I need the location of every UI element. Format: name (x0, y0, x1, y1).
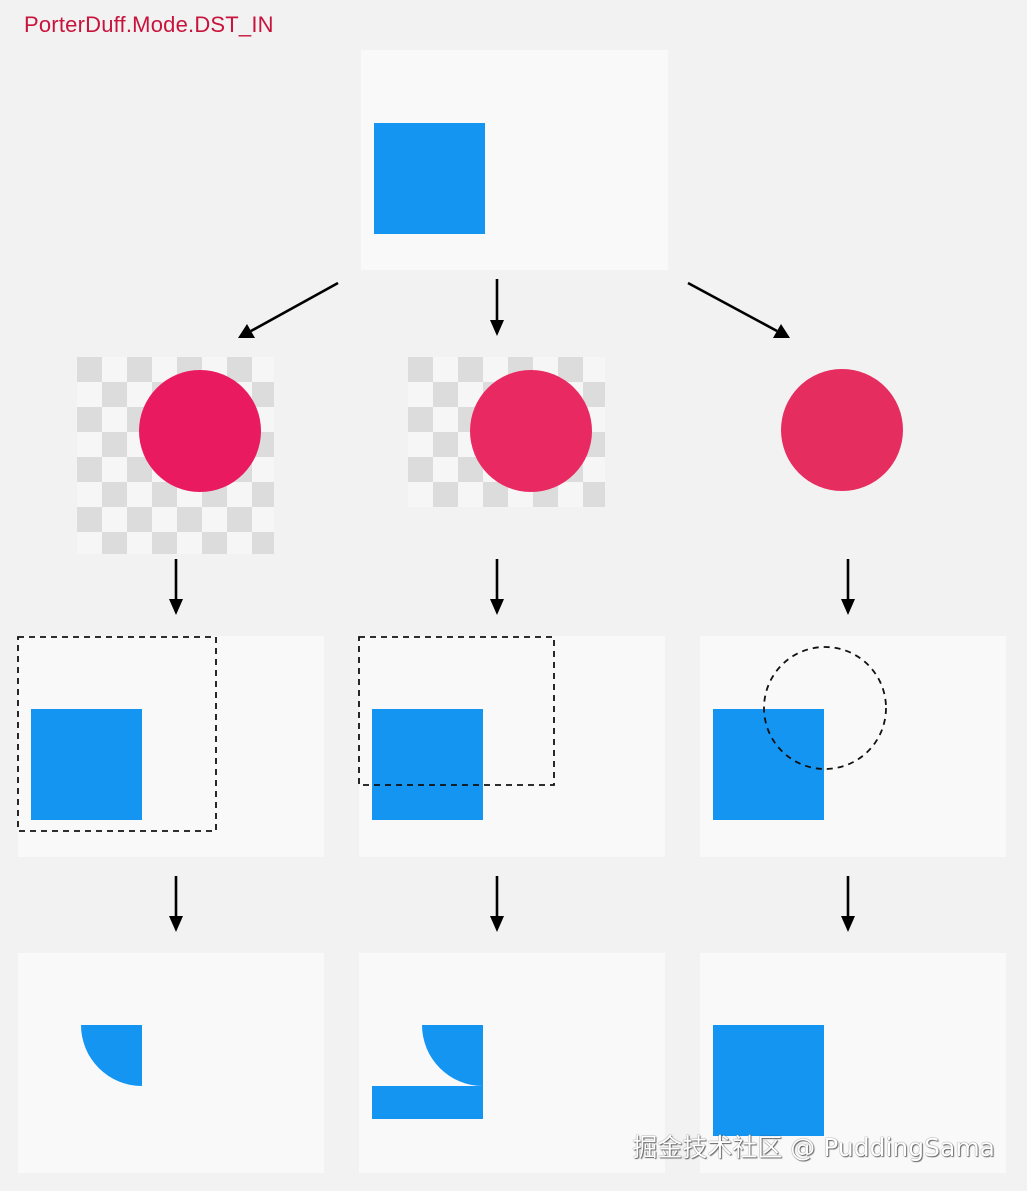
arrow-to-center (490, 279, 504, 336)
overlay-left (17, 636, 324, 857)
result-panel-left (18, 953, 324, 1173)
overlay-right (700, 636, 1006, 857)
source-circle-center (470, 370, 592, 492)
result-square-right (713, 1025, 824, 1136)
overlay-center (358, 636, 665, 857)
result-left (18, 953, 324, 1173)
result-right (700, 953, 1006, 1173)
result-quarter-circle-center (422, 1025, 483, 1086)
arrow-left-down (169, 559, 183, 615)
arrow-to-right (687, 281, 790, 338)
middle-arrows (169, 559, 855, 615)
result-panel-center (359, 953, 665, 1173)
diagram-title: PorterDuff.Mode.DST_IN (24, 12, 274, 37)
overlay-square-left (31, 709, 142, 820)
source-circle-right (781, 369, 903, 491)
top-arrows (238, 279, 790, 338)
result-bar-center (372, 1086, 483, 1119)
arrow-right-result (841, 876, 855, 932)
overlay-square-center (372, 709, 483, 820)
source-bounds-center (358, 636, 555, 786)
arrow-to-left (238, 281, 339, 338)
source-bounds-left (17, 636, 217, 832)
source-circle-left (139, 370, 261, 492)
destination-panel (361, 50, 668, 270)
arrow-center-result (490, 876, 504, 932)
source-left (77, 357, 274, 554)
source-right (781, 369, 903, 491)
arrow-center-down (490, 559, 504, 615)
overlay-square-right (713, 709, 824, 820)
source-bounds-circle-right (763, 646, 887, 770)
result-quarter-circle-left (81, 1025, 142, 1086)
arrow-left-result (169, 876, 183, 932)
result-center (359, 953, 665, 1173)
arrow-right-down (841, 559, 855, 615)
source-center (408, 357, 605, 507)
watermark-text: 掘金技术社区 @ PuddingSama (632, 1133, 995, 1162)
bottom-arrows (169, 876, 855, 932)
destination-square (374, 123, 485, 234)
